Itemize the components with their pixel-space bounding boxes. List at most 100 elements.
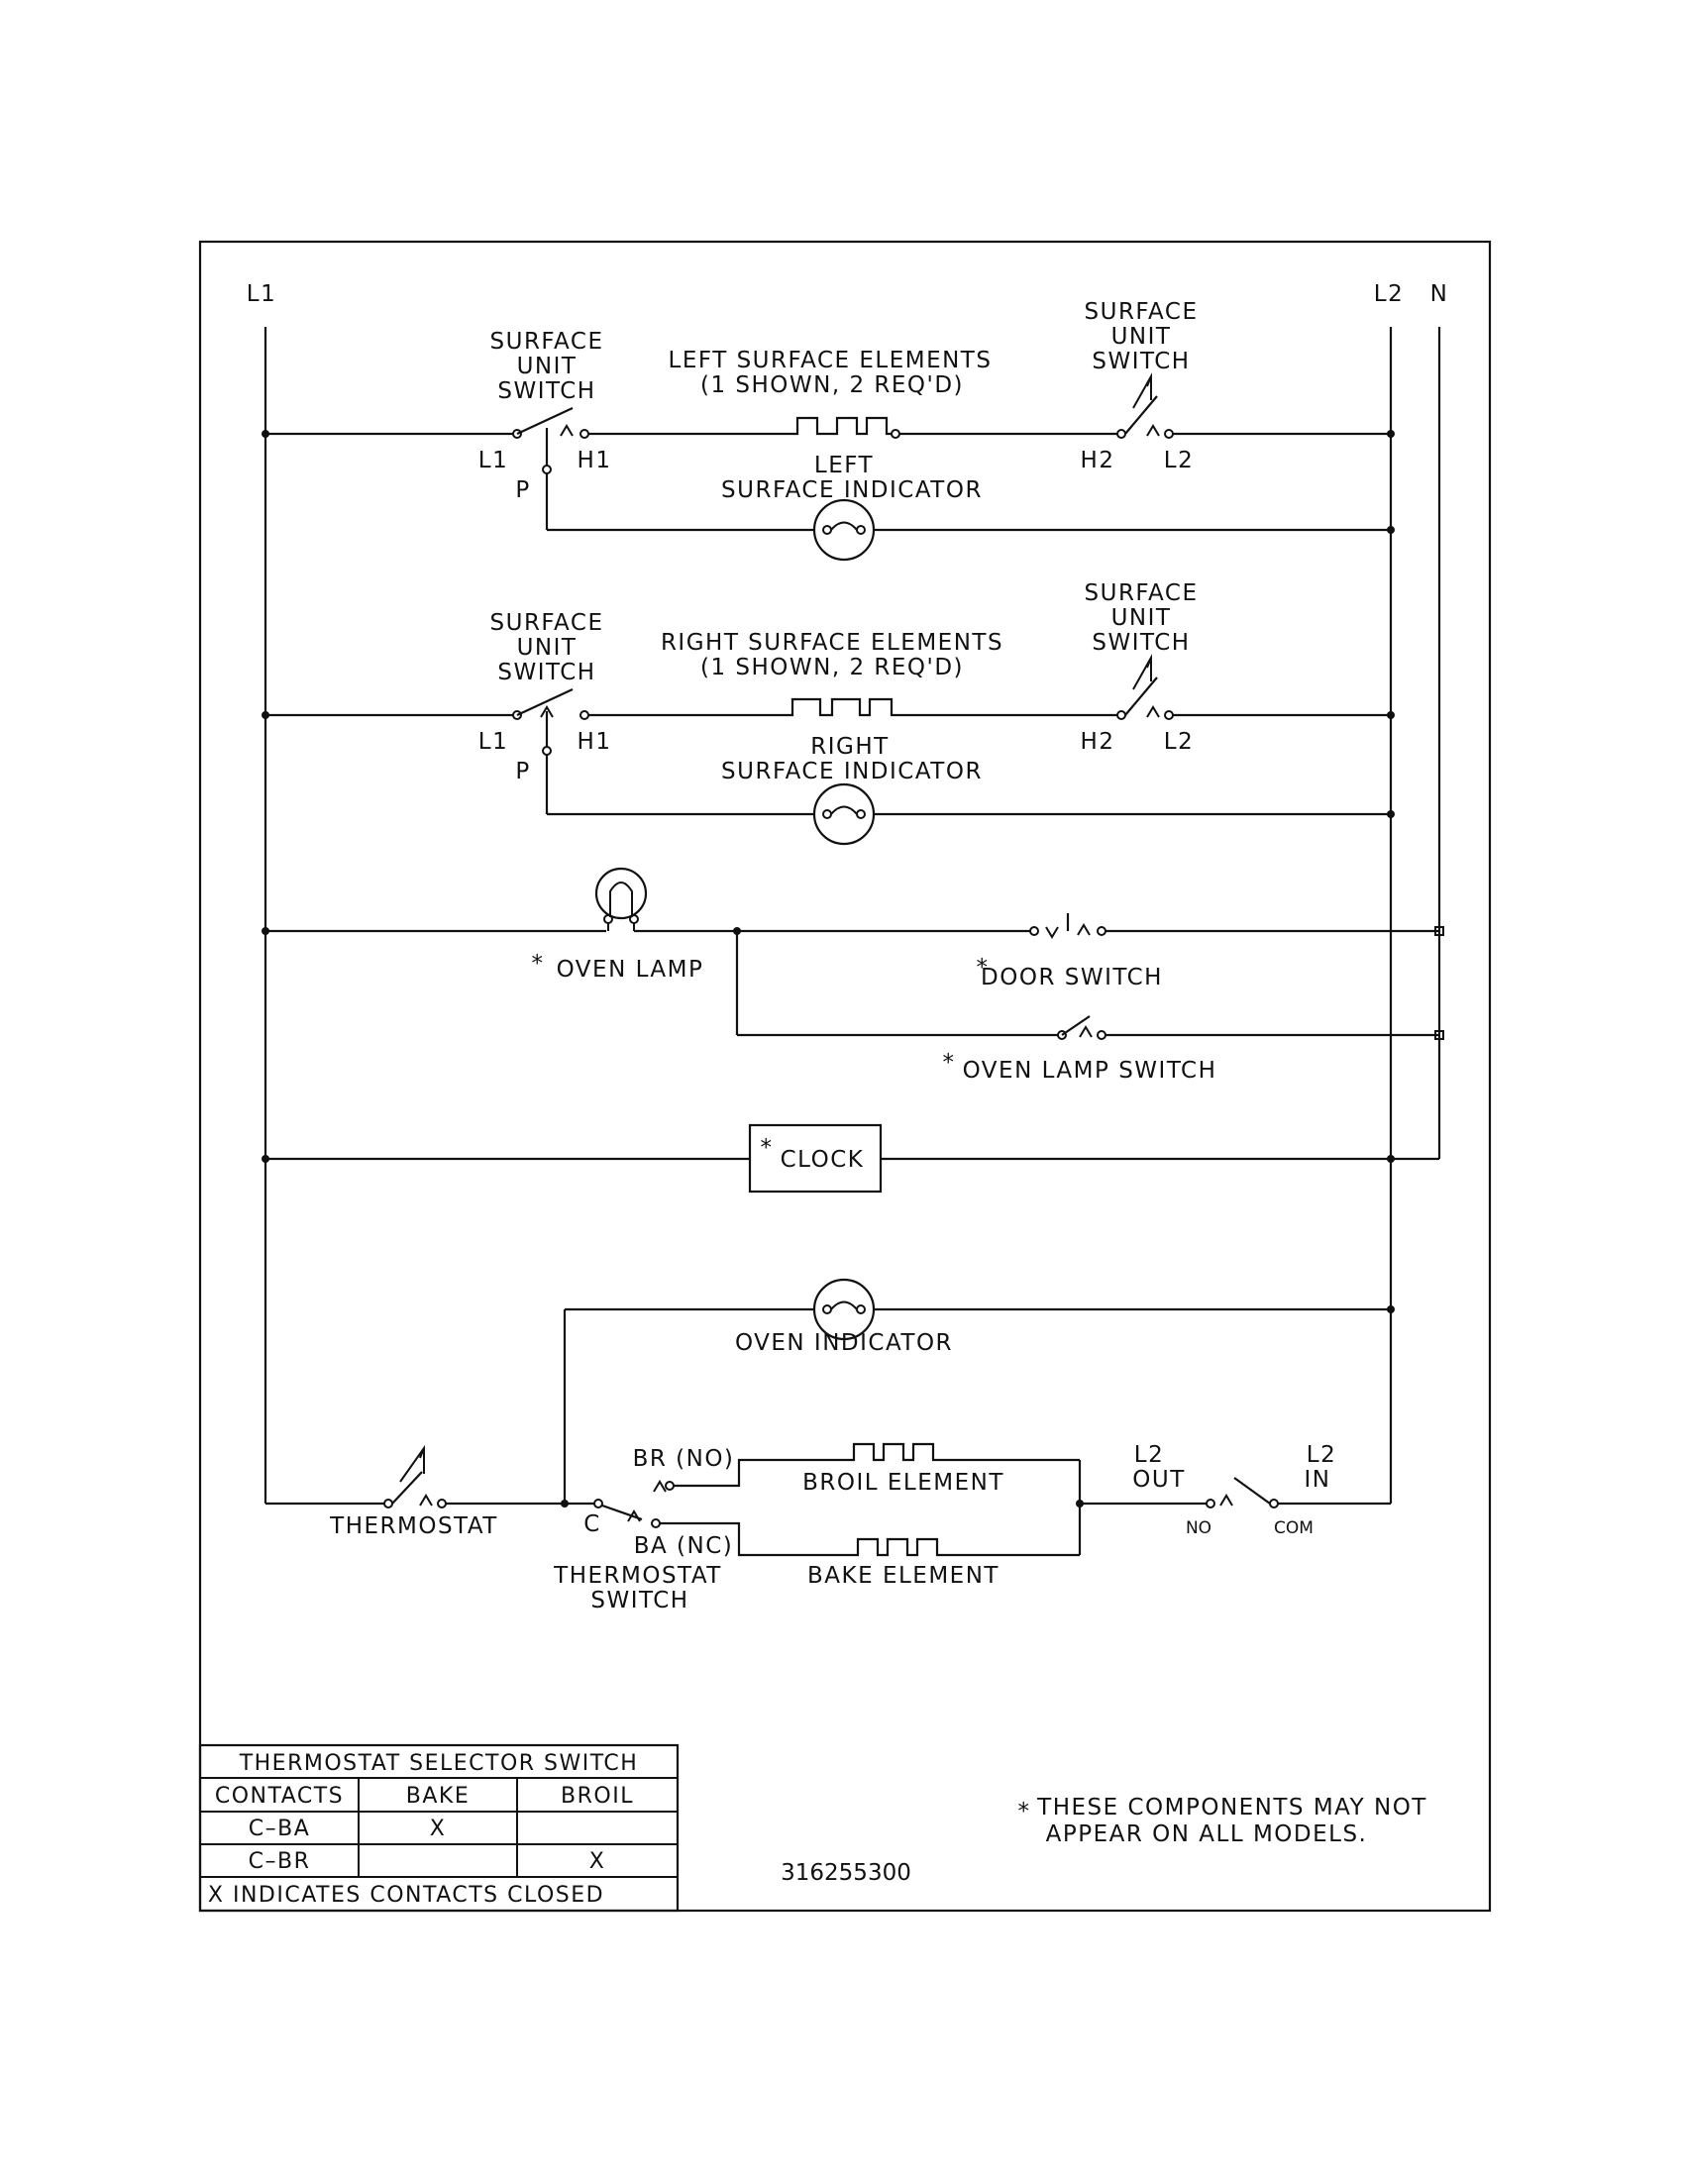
left-right-switch-title-2: UNIT — [1111, 324, 1172, 350]
oven-circuit — [265, 1278, 1395, 1557]
ba-nc-label: BA (NC) — [634, 1533, 734, 1559]
right-elements-title: RIGHT SURFACE ELEMENTS — [661, 630, 1003, 656]
rail-l1-label: L1 — [247, 281, 276, 307]
switch-contact — [540, 705, 554, 718]
door-switch-contact — [1077, 923, 1091, 936]
terminal — [512, 429, 522, 439]
left-terminal-p: P — [515, 477, 530, 503]
right-surface-element — [771, 697, 901, 717]
terminal — [383, 1499, 393, 1508]
switch-blade — [516, 688, 574, 716]
switch-blade — [516, 407, 574, 435]
switch-contact — [653, 1480, 667, 1493]
table-header-bake: BAKE — [406, 1784, 470, 1809]
terminal — [1116, 710, 1126, 720]
right-switch-title-2: UNIT — [517, 635, 578, 661]
switch-contact — [419, 1494, 433, 1507]
table-footer: X INDICATES CONTACTS CLOSED — [208, 1883, 604, 1908]
part-number: 316255300 — [781, 1860, 911, 1886]
switch-contact — [1146, 424, 1160, 437]
broil-element — [840, 1442, 941, 1462]
terminal — [579, 710, 589, 720]
terminal-p — [542, 746, 552, 756]
junction-dot — [1387, 1305, 1395, 1313]
terminal — [1097, 926, 1106, 936]
indicator-filament — [830, 1300, 858, 1310]
right-indicator-title-2: SURFACE INDICATOR — [721, 759, 983, 784]
junction-dot — [262, 430, 269, 438]
junction-dot — [1387, 810, 1395, 818]
right-right-switch-title-1: SURFACE — [1085, 580, 1199, 606]
switch-contact — [1146, 705, 1160, 718]
right-terminal-l1: L1 — [478, 729, 508, 755]
right-switch-title-1: SURFACE — [490, 610, 604, 636]
thermostat-switch-label-1: THERMOSTAT — [553, 1563, 722, 1589]
diagram-border — [198, 240, 1492, 1913]
thermostat-blade — [391, 1471, 423, 1505]
left-indicator-title-1: LEFT — [814, 453, 874, 478]
switch-contact — [1079, 1025, 1093, 1038]
door-switch-contact — [1045, 926, 1059, 939]
door-switch-asterisk: * — [977, 955, 990, 981]
indicator-terminal — [822, 525, 832, 535]
table-cell: C–BR — [249, 1849, 311, 1874]
right-terminal-l2: L2 — [1164, 729, 1194, 755]
no-label: NO — [1186, 1518, 1211, 1538]
clock-label: CLOCK — [781, 1147, 865, 1173]
right-surface-circuit — [262, 654, 1395, 846]
footnote-line-2: APPEAR ON ALL MODELS. — [1046, 1821, 1368, 1847]
terminal — [437, 1499, 447, 1508]
l2-in-label-1: L2 — [1307, 1442, 1336, 1468]
right-terminal-h1: H1 — [578, 729, 612, 755]
left-terminal-l2: L2 — [1164, 448, 1194, 473]
terminal — [512, 710, 522, 720]
table-header-broil: BROIL — [561, 1784, 634, 1809]
bake-element-label: BAKE ELEMENT — [807, 1563, 1000, 1589]
oven-indicator-label: OVEN INDICATOR — [735, 1330, 953, 1356]
indicator-filament — [830, 521, 858, 531]
junction-dot — [262, 927, 269, 935]
oven-lamp-switch-label: OVEN LAMP SWITCH — [963, 1058, 1217, 1084]
terminal-ba — [651, 1518, 661, 1528]
wire — [660, 1521, 745, 1557]
neutral-junction — [1434, 1030, 1444, 1040]
footnote-asterisk: * — [1018, 1799, 1031, 1824]
l2-out-label-2: OUT — [1132, 1467, 1186, 1493]
switch-blade — [1061, 1015, 1091, 1036]
table-cell: X — [589, 1849, 606, 1874]
junction-dot — [1387, 1155, 1395, 1163]
junction-dot — [561, 1500, 569, 1508]
right-switch-title-3: SWITCH — [497, 660, 595, 685]
indicator-terminal — [856, 525, 866, 535]
left-terminal-h2: H2 — [1081, 448, 1115, 473]
switch-blade — [1124, 676, 1158, 716]
switch-blade — [1124, 395, 1158, 435]
rail-l2-label: L2 — [1374, 281, 1404, 307]
table-title: THERMOSTAT SELECTOR SWITCH — [239, 1751, 639, 1776]
terminal — [1164, 710, 1174, 720]
left-switch-title-2: UNIT — [517, 354, 578, 379]
oven-lamp-asterisk: * — [532, 951, 545, 977]
switch-contact — [560, 424, 574, 437]
neutral-junction — [1434, 926, 1444, 936]
thermal-symbol — [399, 1444, 425, 1483]
selector-table — [198, 1743, 680, 1913]
thermal-symbol — [1132, 654, 1152, 690]
wire — [674, 1458, 745, 1488]
indicator-terminal — [856, 1304, 866, 1314]
bake-element — [840, 1537, 945, 1557]
terminal-p — [542, 465, 552, 474]
right-right-switch-title-3: SWITCH — [1092, 630, 1190, 656]
thermostat-switch-label-2: SWITCH — [590, 1588, 688, 1613]
terminal — [579, 429, 589, 439]
left-right-switch-title-3: SWITCH — [1092, 349, 1190, 374]
left-terminal-l1: L1 — [478, 448, 508, 473]
right-elements-note: (1 SHOWN, 2 REQ'D) — [700, 655, 964, 680]
indicator-terminal — [822, 1304, 832, 1314]
switch-contact — [627, 1509, 641, 1522]
junction-dot — [1387, 430, 1395, 438]
oven-lamp-circuit — [262, 867, 1444, 1040]
oven-lamp-icon — [594, 867, 648, 931]
